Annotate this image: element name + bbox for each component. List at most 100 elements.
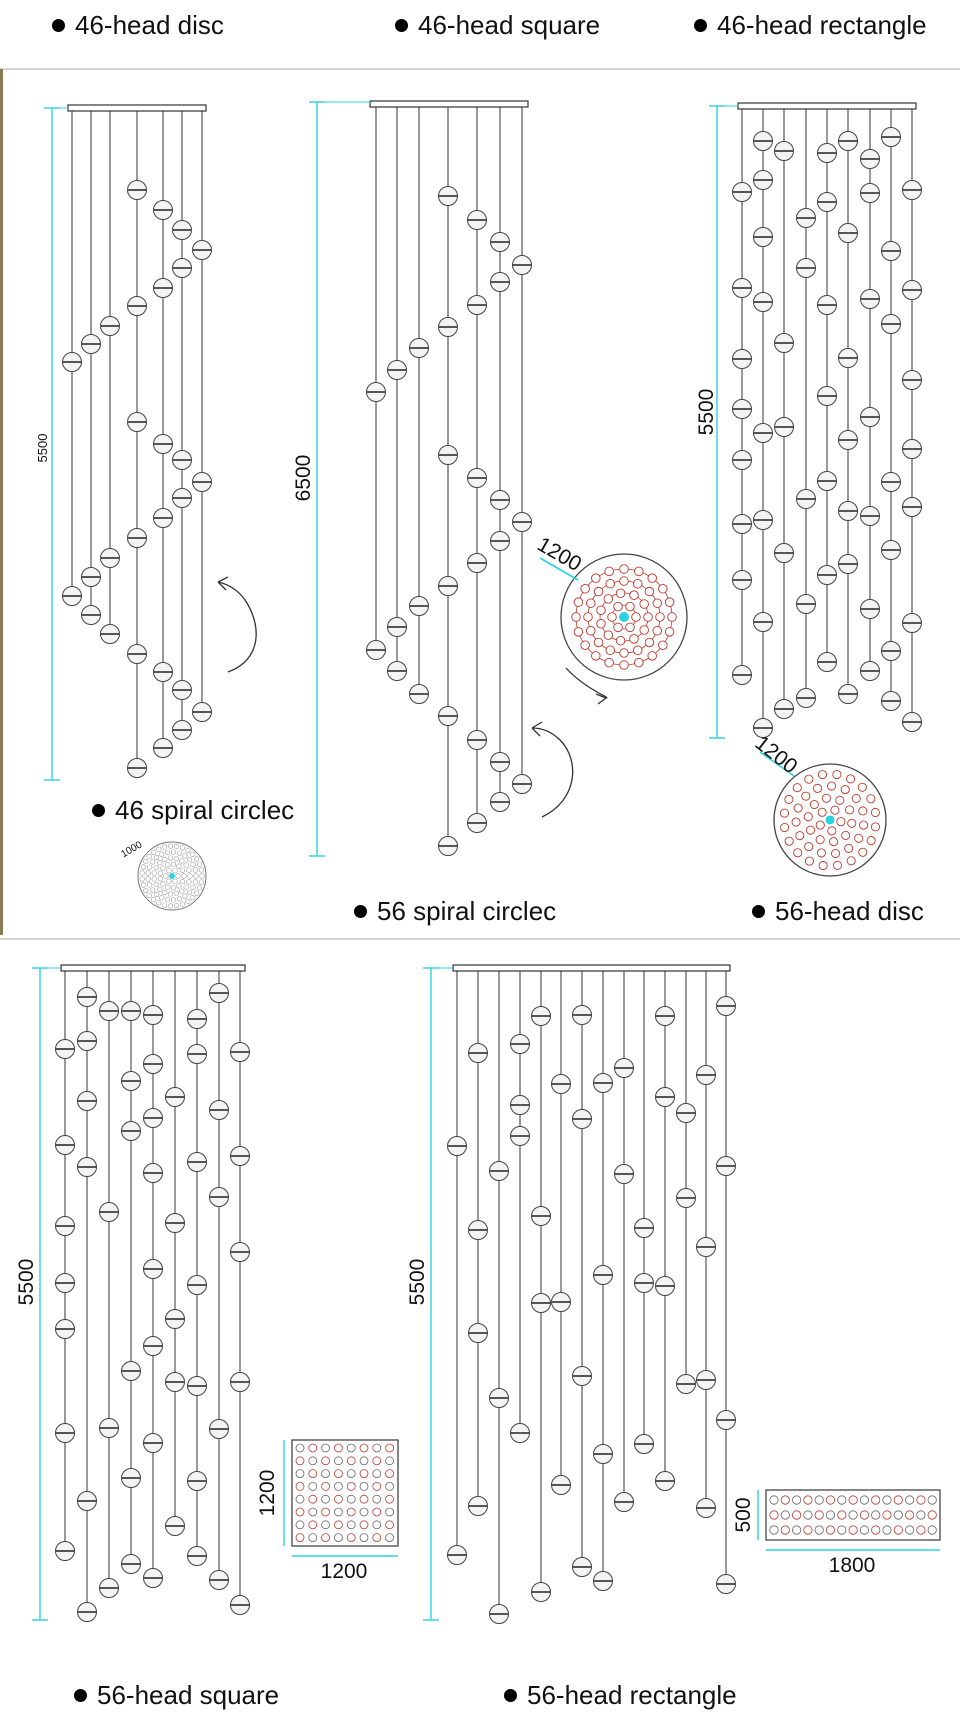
base-hole: [591, 651, 601, 661]
base-hole: [644, 637, 655, 648]
base-hole: [385, 1443, 395, 1453]
label-46-head-rectangle: 46-head rectangle: [694, 10, 927, 40]
base-hole: [615, 588, 626, 598]
base-hole: [156, 900, 162, 906]
label-56-head-rectangle: 56-head rectangle: [504, 1680, 737, 1710]
base-hole: [143, 887, 149, 894]
base-hole: [372, 1456, 382, 1466]
base-hole: [793, 848, 803, 858]
base-hole: [176, 863, 182, 869]
base-hole: [841, 830, 851, 840]
base-hole: [591, 573, 601, 583]
base-hole: [664, 597, 675, 607]
base-hole: [580, 640, 590, 650]
base-hole: [179, 858, 185, 864]
base-hole: [372, 1520, 382, 1530]
base-hole: [585, 598, 596, 608]
base-hole: [190, 884, 196, 891]
base-center: [825, 815, 835, 825]
base-hole: [359, 1482, 369, 1491]
base-hole: [173, 855, 180, 862]
base-hole: [166, 868, 172, 874]
base-hole: [593, 637, 604, 648]
base-hole: [196, 885, 203, 891]
base-hole: [603, 594, 614, 604]
base-hole: [893, 1495, 903, 1505]
base-hole: [372, 1507, 382, 1517]
base-hole: [893, 1525, 903, 1535]
base-hole: [175, 873, 181, 879]
base-hole: [634, 566, 644, 577]
base-hole: [870, 807, 880, 818]
base-hole: [295, 1507, 305, 1517]
base-hole: [159, 895, 165, 901]
base-hole: [814, 1525, 824, 1535]
base-hole: [792, 783, 802, 793]
base-hole: [179, 845, 186, 851]
base-hole: [605, 578, 615, 589]
base-hole: [333, 1469, 343, 1478]
base-hole: [170, 897, 177, 903]
base-hole: [658, 640, 668, 650]
base-hole: [333, 1520, 343, 1530]
base-hole: [359, 1469, 369, 1478]
base-hole: [827, 826, 837, 836]
label-46-head-disc: 46-head disc: [52, 10, 224, 40]
base-hole: [164, 849, 171, 856]
base-hole: [140, 864, 146, 870]
base-hole: [385, 1469, 395, 1478]
base-hole: [836, 817, 846, 827]
base-hole: [187, 873, 193, 879]
base-hole: [634, 657, 644, 668]
base-hole: [157, 876, 163, 882]
base-hole: [625, 622, 635, 633]
base-hole: [145, 876, 151, 882]
bullet-icon: [694, 18, 707, 32]
base-hole: [173, 890, 180, 897]
dim-46-base: 1000: [119, 839, 144, 860]
base-hole: [167, 843, 174, 849]
base-hole: [185, 898, 191, 905]
base-hole: [859, 1525, 870, 1535]
base-hole: [192, 867, 198, 873]
base-hole: [173, 843, 180, 849]
base-hole: [604, 566, 614, 577]
base-hole: [882, 1495, 892, 1505]
base-hole: [904, 1510, 915, 1520]
base-center: [169, 873, 175, 879]
base-hole: [372, 1469, 382, 1478]
base-hole: [154, 891, 160, 898]
base-hole: [882, 1525, 892, 1535]
label-text: 56-head rectangle: [527, 1680, 737, 1710]
base-hole: [847, 818, 857, 828]
base-hole: [346, 1533, 356, 1542]
base-hole: [146, 853, 152, 860]
base-square: [291, 1439, 399, 1547]
base-hole: [916, 1510, 926, 1520]
base-hole: [667, 612, 677, 622]
base-hole: [815, 820, 825, 830]
base-hole: [143, 858, 149, 865]
label-text: 46-head rectangle: [717, 10, 927, 40]
base-hole: [904, 1495, 915, 1505]
base-hole: [192, 879, 198, 885]
dim-56s-side-label: 1200: [256, 1470, 279, 1517]
base-hole: [186, 867, 192, 873]
base-hole: [780, 1510, 790, 1520]
base-hole: [916, 1495, 926, 1505]
ceiling-canopy: [60, 964, 246, 972]
base-hole: [176, 896, 183, 902]
base-hole: [308, 1482, 318, 1491]
base-hole: [809, 800, 819, 810]
base-hole: [167, 855, 174, 861]
base-hole: [607, 612, 617, 622]
base-hole: [321, 1533, 331, 1542]
base-hole: [359, 1533, 369, 1542]
base-hole: [180, 878, 186, 885]
base-hole: [295, 1456, 305, 1466]
label-46-spiral: 46 spiral circlec: [92, 795, 294, 825]
rotation-arrow-base: [565, 667, 608, 699]
base-hole: [835, 795, 845, 805]
base-hole: [858, 847, 868, 857]
base-hole: [837, 1510, 847, 1520]
